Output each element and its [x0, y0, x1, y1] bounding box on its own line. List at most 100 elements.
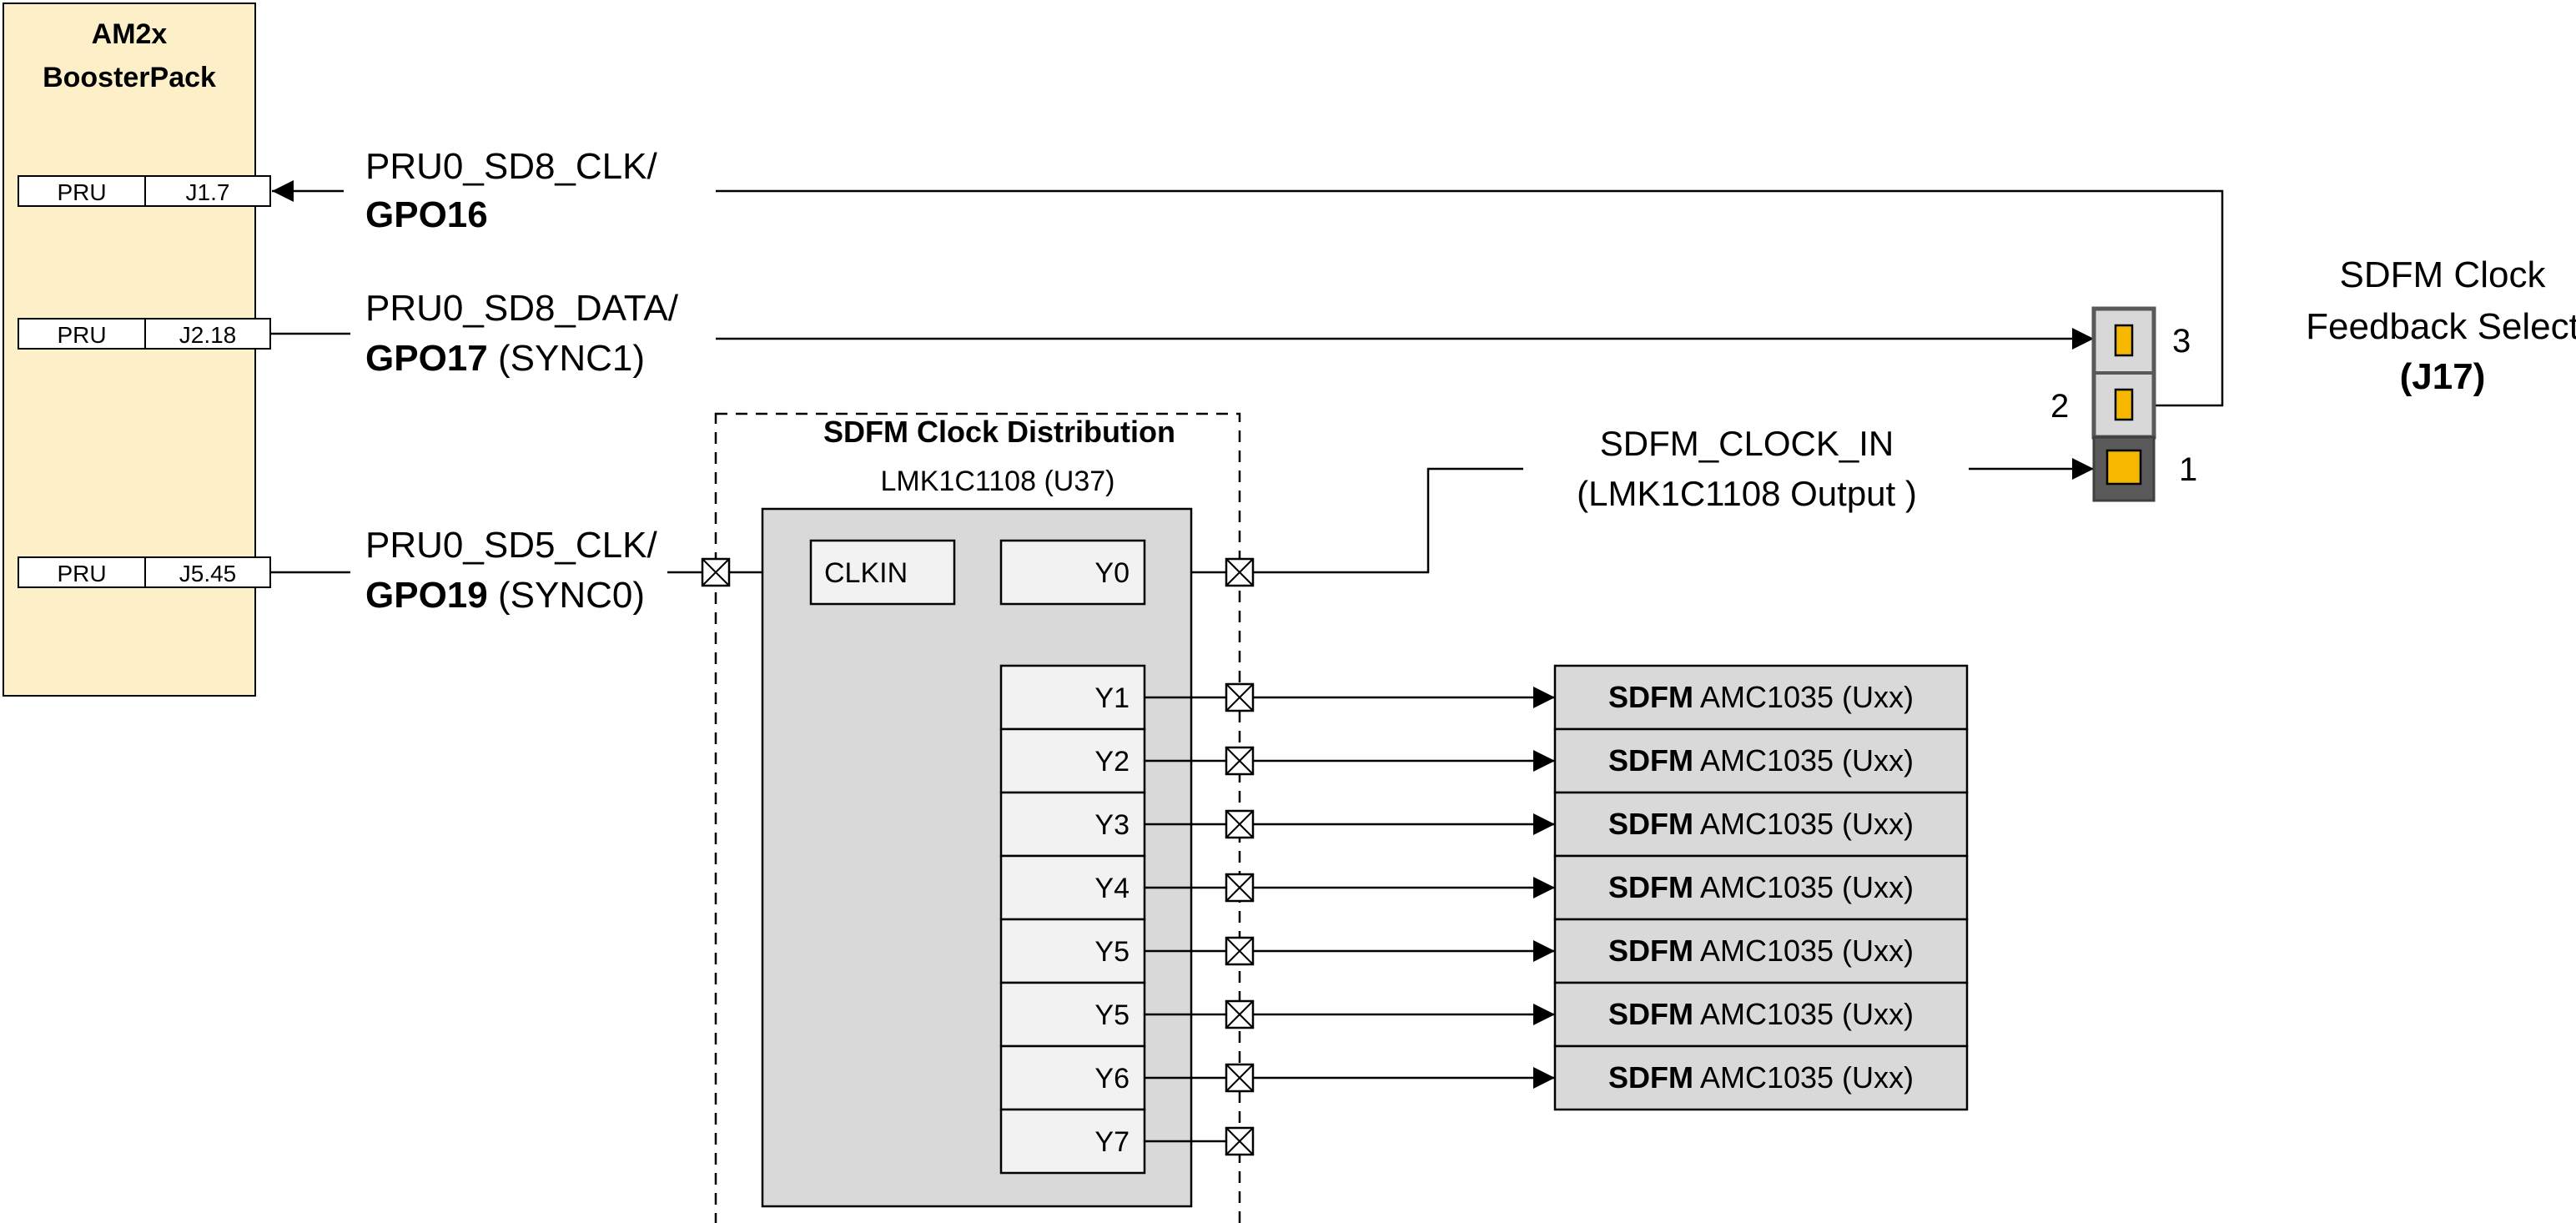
sdfm-box-label: SDFM AMC1035 (Uxx) — [1608, 1060, 1914, 1095]
boosterpack-title-line1: AM2x — [92, 18, 168, 50]
y0-label: Y0 — [1094, 557, 1130, 589]
signal-suffix: (SYNC1) — [488, 338, 645, 379]
signal-bold-name: GPO19 — [365, 575, 488, 616]
wire-gpo16-feedback — [716, 189, 2224, 407]
sdfm-box-label: SDFM AMC1035 (Uxx) — [1608, 870, 1914, 904]
signal-label-gpo16: PRU0_SD8_CLK/ GPO16 — [365, 146, 657, 235]
connector-x-y3 — [1225, 809, 1255, 839]
sdfm-box-4: SDFM AMC1035 (Uxx) — [1553, 854, 1969, 921]
j17-jumper: 3 2 1 — [2050, 306, 2197, 502]
output-cell-label: Y5 — [1094, 999, 1130, 1031]
connector-x-y0 — [1225, 557, 1255, 587]
clock-in-line2: (LMK1C1108 Output ) — [1577, 474, 1917, 513]
output-cell-2: Y2 — [999, 727, 1146, 794]
connector-x-y6 — [1225, 999, 1255, 1029]
output-cell-label: Y5 — [1094, 936, 1130, 968]
connector-x-y5 — [1225, 936, 1255, 966]
pin-row-right-label: J5.45 — [179, 561, 237, 586]
svg-text:PRU0_SD8_CLK/: PRU0_SD8_CLK/ — [365, 146, 657, 187]
pin-row-j1-7: PRU J1.7 — [18, 175, 271, 207]
clock-distribution-group: SDFM Clock Distribution LMK1C1108 (U37) … — [714, 412, 1241, 1223]
sdfm-bold: SDFM — [1608, 997, 1693, 1031]
sdfm-box-label: SDFM AMC1035 (Uxx) — [1608, 807, 1914, 841]
sdfm-boxes: SDFM AMC1035 (Uxx)SDFM AMC1035 (Uxx)SDFM… — [1553, 664, 1969, 1111]
j17-title: SDFM Clock Feedback Select (J17) — [2306, 254, 2576, 397]
signal-bold-name: GPO16 — [365, 194, 488, 235]
sdfm-box-7: SDFM AMC1035 (Uxx) — [1553, 1044, 1969, 1111]
svg-text:GPO19 (SYNC0): GPO19 (SYNC0) — [365, 575, 645, 616]
sdfm-wires — [1145, 687, 1555, 1143]
y0-cell: Y0 — [999, 539, 1146, 606]
pin-row-left-label: PRU — [57, 322, 106, 348]
pin-row-left-label: PRU — [57, 561, 106, 586]
output-cell-7: Y6 — [999, 1044, 1146, 1111]
clock-distribution-subtitle: LMK1C1108 (U37) — [881, 466, 1115, 497]
boosterpack-block: AM2x BoosterPack PRU J1.7 PRU J2.18 PRU … — [3, 3, 271, 697]
pin-row-left-label: PRU — [57, 179, 106, 205]
sdfm-bold: SDFM — [1608, 807, 1693, 841]
j17-title-line2: Feedback Select — [2306, 306, 2576, 347]
svg-text:PRU0_SD8_DATA/: PRU0_SD8_DATA/ — [365, 288, 679, 329]
jumper-pin-3 — [2114, 324, 2134, 357]
pin-row-right-label: J1.7 — [186, 179, 230, 205]
signal-suffix: (SYNC0) — [488, 575, 645, 616]
pin-row-right-label: J2.18 — [179, 322, 237, 348]
svg-text:PRU0_SD5_CLK/: PRU0_SD5_CLK/ — [365, 525, 657, 566]
clock-distribution-border — [714, 412, 1241, 1223]
sdfm-bold: SDFM — [1608, 1060, 1693, 1095]
clock-distribution-title: SDFM Clock Distribution — [823, 415, 1175, 449]
sdfm-part: AMC1035 (Uxx) — [1693, 807, 1914, 841]
sdfm-box-2: SDFM AMC1035 (Uxx) — [1553, 727, 1969, 794]
j17-title-line1: SDFM Clock — [2340, 254, 2547, 295]
clkin-cell: CLKIN — [809, 539, 956, 606]
svg-text:GPO16: GPO16 — [365, 194, 488, 235]
jumper-pin1-number: 1 — [2179, 451, 2197, 488]
sdfm-box-label: SDFM AMC1035 (Uxx) — [1608, 680, 1914, 714]
connector-x-y8 — [1225, 1126, 1255, 1156]
output-cell-1: Y1 — [999, 664, 1146, 731]
wires — [270, 180, 2224, 583]
output-cell-label: Y4 — [1094, 873, 1130, 904]
output-cell-label: Y7 — [1094, 1126, 1130, 1158]
signal-bold-name: GPO17 — [365, 338, 488, 379]
connector-x-y4 — [1225, 873, 1255, 903]
sdfm-part: AMC1035 (Uxx) — [1693, 1060, 1914, 1095]
output-cell-5: Y5 — [999, 918, 1146, 984]
output-cell-3: Y3 — [999, 791, 1146, 858]
sdfm-box-label: SDFM AMC1035 (Uxx) — [1608, 743, 1914, 778]
pin-row-j2-18: PRU J2.18 — [18, 318, 271, 350]
output-cell-label: Y1 — [1094, 682, 1130, 714]
sdfm-part: AMC1035 (Uxx) — [1693, 934, 1914, 968]
connector-x-y7 — [1225, 1063, 1255, 1093]
clock-in-line1: SDFM_CLOCK_IN — [1600, 424, 1894, 463]
signal-label-gpo17: PRU0_SD8_DATA/ GPO17 (SYNC1) — [365, 288, 679, 379]
sdfm-bold: SDFM — [1608, 870, 1693, 904]
boosterpack-title-line2: BoosterPack — [43, 62, 216, 93]
output-cell-8: Y7 — [999, 1108, 1146, 1175]
sdfm-box-label: SDFM AMC1035 (Uxx) — [1608, 934, 1914, 968]
signal-label-gpo19: PRU0_SD5_CLK/ GPO19 (SYNC0) — [365, 525, 657, 616]
jumper-pin-1 — [2106, 449, 2142, 486]
sdfm-bold: SDFM — [1608, 743, 1693, 778]
wire-y0-to-clock-in — [1253, 467, 1523, 574]
sdfm-box-3: SDFM AMC1035 (Uxx) — [1553, 791, 1969, 858]
sdfm-bold: SDFM — [1608, 680, 1693, 714]
sdfm-part: AMC1035 (Uxx) — [1693, 870, 1914, 904]
sdfm-part: AMC1035 (Uxx) — [1693, 997, 1914, 1031]
sdfm-box-label: SDFM AMC1035 (Uxx) — [1608, 997, 1914, 1031]
clock-in-label: SDFM_CLOCK_IN (LMK1C1108 Output ) — [1577, 424, 1917, 513]
output-cell-4: Y4 — [999, 854, 1146, 921]
output-cell-label: Y2 — [1094, 746, 1130, 778]
clkin-label: CLKIN — [824, 557, 908, 589]
sdfm-part: AMC1035 (Uxx) — [1693, 743, 1914, 778]
sdfm-part: AMC1035 (Uxx) — [1693, 680, 1914, 714]
output-cell-6: Y5 — [999, 981, 1146, 1048]
sdfm-box-1: SDFM AMC1035 (Uxx) — [1553, 664, 1969, 731]
svg-text:GPO17 (SYNC1): GPO17 (SYNC1) — [365, 338, 645, 379]
j17-title-line3: (J17) — [2400, 356, 2486, 397]
jumper-pin2-number: 2 — [2050, 388, 2069, 425]
connector-x-y1 — [1225, 682, 1255, 712]
pin-row-j5-45: PRU J5.45 — [18, 556, 271, 588]
